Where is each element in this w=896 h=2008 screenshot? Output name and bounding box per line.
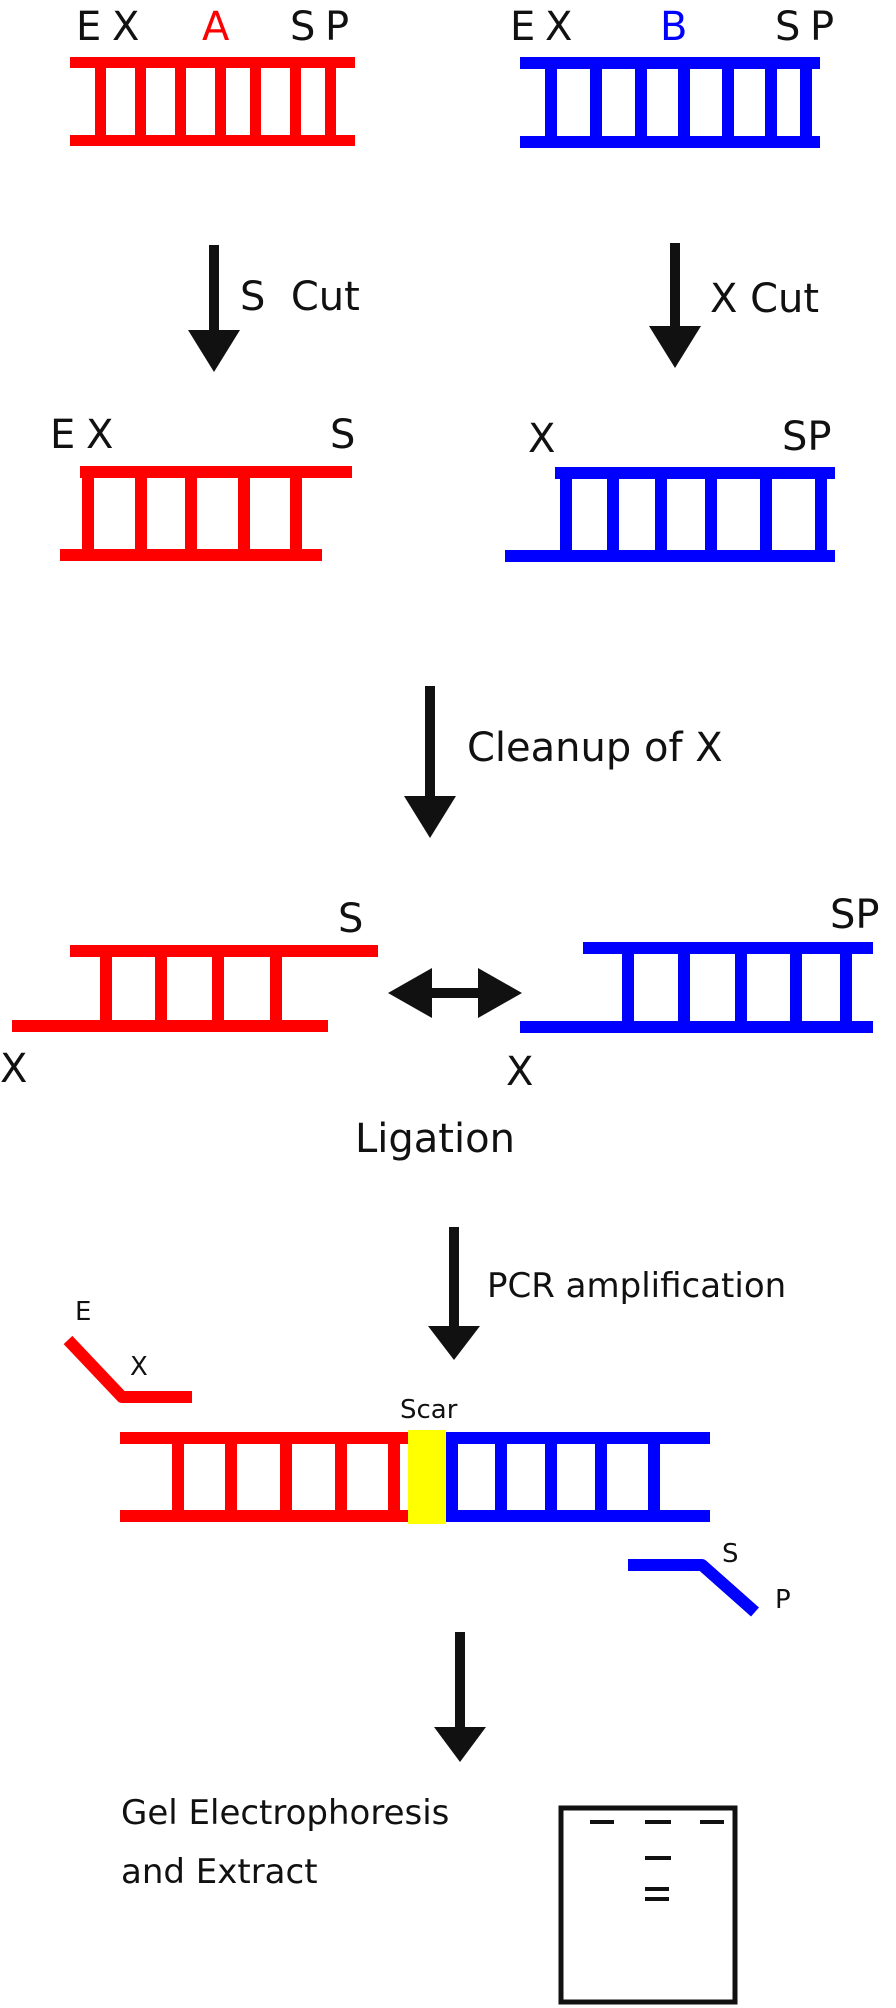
down-arrow-icon — [434, 1632, 486, 1762]
part-a-ladder — [70, 57, 355, 146]
site-label: X — [0, 1046, 27, 1092]
x-cut-label: X Cut — [710, 276, 819, 322]
primer-site-label: X — [130, 1352, 148, 1382]
site-label: X — [86, 412, 113, 458]
gel-band — [645, 1856, 671, 1860]
site-label: S — [338, 896, 363, 942]
scar-region — [408, 1430, 446, 1524]
site-label: E — [76, 4, 101, 50]
gel-label-line2: and Extract — [121, 1852, 318, 1892]
site-label: X — [506, 1049, 533, 1095]
cleanup-label: Cleanup of X — [467, 725, 723, 771]
s-cut-label: S Cut — [240, 274, 360, 320]
part-a-clean-ladder — [12, 945, 378, 1032]
gel-box-icon — [558, 1805, 738, 2005]
down-arrow-icon — [428, 1227, 480, 1360]
site-label: S — [775, 4, 800, 50]
site-label: S — [290, 4, 315, 50]
part-b-ladder — [520, 57, 820, 148]
gel-label-line1: Gel Electrophoresis — [121, 1793, 449, 1833]
site-label: S — [330, 412, 355, 458]
part-a-label: A — [202, 4, 230, 50]
part-b-cut-ladder — [505, 467, 835, 562]
site-label: SP — [830, 892, 880, 938]
primer-site-label: E — [75, 1297, 91, 1327]
gel-well — [590, 1820, 614, 1824]
site-label: P — [325, 4, 349, 50]
primer-site-label: S — [722, 1539, 739, 1569]
double-arrow-icon — [388, 968, 522, 1018]
site-label: E — [510, 4, 535, 50]
gel-well — [645, 1820, 671, 1824]
gel-band — [645, 1897, 669, 1901]
part-a-cut-ladder — [60, 466, 352, 561]
pcr-label: PCR amplification — [487, 1266, 786, 1306]
site-label: SP — [782, 414, 832, 460]
part-b-clean-ladder — [520, 942, 873, 1033]
site-label: X — [112, 4, 139, 50]
reverse-primer — [628, 1559, 759, 1617]
down-arrow-icon — [649, 243, 701, 368]
gel-band — [645, 1887, 669, 1891]
part-b-label: B — [660, 4, 687, 50]
site-label: X — [545, 4, 572, 50]
scar-label: Scar — [400, 1395, 458, 1425]
site-label: X — [528, 416, 555, 462]
site-label: P — [810, 4, 834, 50]
assembled-part-ab — [120, 1430, 710, 1524]
gel-well — [700, 1820, 724, 1824]
down-arrow-icon — [188, 245, 240, 372]
down-arrow-icon — [404, 686, 456, 838]
forward-primer — [63, 1335, 192, 1403]
ligation-label: Ligation — [355, 1116, 515, 1162]
site-label: E — [50, 412, 75, 458]
primer-site-label: P — [775, 1585, 791, 1615]
